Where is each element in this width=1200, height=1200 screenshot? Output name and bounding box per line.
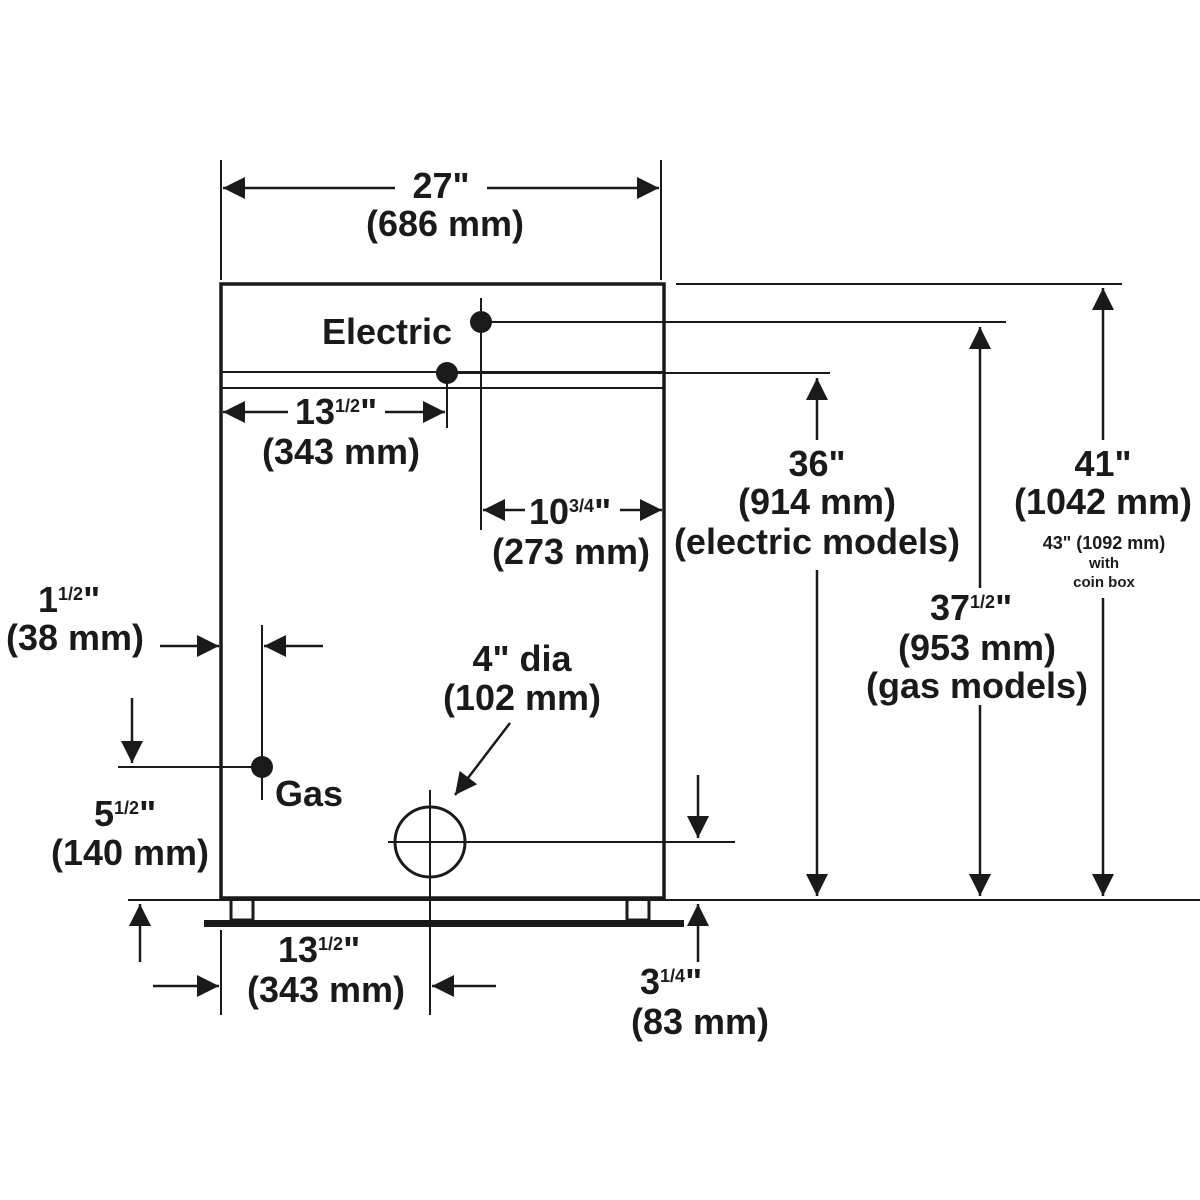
width-inches-label: 27" xyxy=(412,165,469,206)
vent-h-inches-label: 31/4" xyxy=(640,961,702,1002)
width-mm-label: (686 mm) xyxy=(366,203,524,244)
h375-inches-label: 371/2" xyxy=(930,587,1012,628)
gas-h-mm-label: (140 mm) xyxy=(51,832,209,873)
h375-note-label: (gas models) xyxy=(866,665,1088,706)
cabinet-outline xyxy=(219,282,666,900)
vent-dia-label: 4" dia xyxy=(472,638,572,679)
h36-note-label: (electric models) xyxy=(674,521,960,562)
elec-right-inches-label: 103/4" xyxy=(529,491,611,532)
right-foot xyxy=(625,896,651,922)
elec-left-mm-label: (343 mm) xyxy=(262,431,420,472)
vent-left-inches-label: 131/2" xyxy=(278,929,360,970)
elec-left-inches-label: 131/2" xyxy=(295,391,377,432)
base-plate xyxy=(204,920,684,927)
h36-inches-label: 36" xyxy=(788,443,845,484)
h375-mm-label: (953 mm) xyxy=(898,627,1056,668)
electric-label: Electric xyxy=(322,311,452,352)
elec-right-mm-label: (273 mm) xyxy=(492,531,650,572)
h41-inches-label: 41" xyxy=(1074,443,1131,484)
vent-h-mm-label: (83 mm) xyxy=(631,1001,769,1042)
h43-coin-box-label: 43" (1092 mm) xyxy=(1043,533,1166,553)
h43-coin-box-text: coin box xyxy=(1073,574,1135,591)
h41-mm-label: (1042 mm) xyxy=(1014,481,1192,522)
vent-dia-mm-label: (102 mm) xyxy=(443,677,601,718)
vent-callout-arrow xyxy=(454,722,511,796)
h36-mm-label: (914 mm) xyxy=(738,481,896,522)
gas-side-inches-label: 11/2" xyxy=(38,579,100,620)
gas-h-inches-label: 51/2" xyxy=(94,793,156,834)
gas-side-mm-label: (38 mm) xyxy=(6,617,144,658)
gas-label: Gas xyxy=(275,773,343,814)
left-foot xyxy=(229,896,255,922)
h43-with-label: with xyxy=(1088,555,1119,572)
vent-left-mm-label: (343 mm) xyxy=(247,969,405,1010)
